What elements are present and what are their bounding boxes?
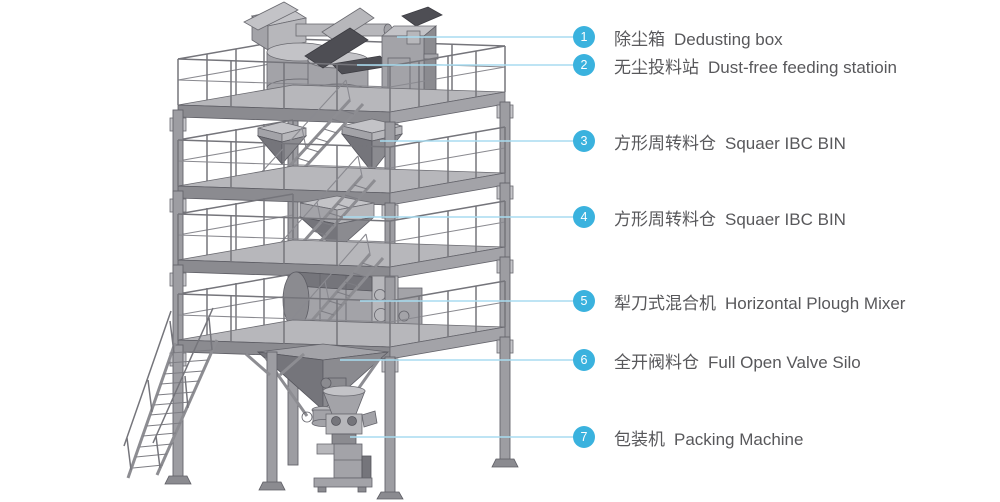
- callout-label-4: 方形周转料仓 Squaer IBC BIN: [614, 205, 846, 230]
- callout-label-2-cn: 无尘投料站: [614, 57, 699, 77]
- callout-label-1-en: Dedusting box: [674, 29, 783, 49]
- callout-badge-6: 6: [573, 349, 595, 371]
- callout-badge-2: 2: [573, 54, 595, 76]
- exterior-staircase: [123, 307, 219, 479]
- callout-label-6: 全开阀料仓 Full Open Valve Silo: [614, 348, 861, 373]
- deck2-front-railing: [177, 200, 506, 267]
- deck3-front-railing: [177, 126, 506, 193]
- callout-row-7: 7 包装机 Packing Machine: [573, 425, 803, 450]
- callout-badge-7: 7: [573, 426, 595, 448]
- callout-label-2: 无尘投料站 Dust-free feeding statioin: [614, 53, 897, 78]
- callout-label-1-cn: 除尘箱: [614, 29, 665, 49]
- callout-badge-1: 1: [573, 26, 595, 48]
- callout-label-7: 包装机 Packing Machine: [614, 425, 803, 450]
- callout-label-3-cn: 方形周转料仓: [614, 133, 716, 153]
- callout-row-4: 4 方形周转料仓 Squaer IBC BIN: [573, 205, 846, 230]
- callout-badge-3: 3: [573, 130, 595, 152]
- callout-row-3: 3 方形周转料仓 Squaer IBC BIN: [573, 129, 846, 154]
- support-legs: [164, 336, 519, 500]
- callout-label-1: 除尘箱 Dedusting box: [614, 25, 783, 50]
- callout-row-6: 6 全开阀料仓 Full Open Valve Silo: [573, 348, 861, 373]
- deck2-left-railing: [177, 193, 294, 255]
- callout-row-2: 2 无尘投料站 Dust-free feeding statioin: [573, 53, 897, 78]
- callout-label-6-en: Full Open Valve Silo: [708, 352, 861, 372]
- callout-label-7-cn: 包装机: [614, 429, 665, 449]
- callout-label-7-en: Packing Machine: [674, 429, 804, 449]
- callout-label-3-en: Squaer IBC BIN: [725, 133, 846, 153]
- callout-badge-5: 5: [573, 290, 595, 312]
- packing-machine: [313, 377, 378, 493]
- callout-badge-4: 4: [573, 206, 595, 228]
- callout-row-1: 1 除尘箱 Dedusting box: [573, 25, 783, 50]
- deck-4: [169, 84, 514, 138]
- deck1-front-railing: [177, 280, 506, 347]
- callout-row-5: 5 犁刀式混合机 Horizontal Plough Mixer: [573, 289, 905, 314]
- callout-label-5-en: Horizontal Plough Mixer: [725, 293, 906, 313]
- callout-label-5-cn: 犁刀式混合机: [614, 293, 716, 313]
- callout-label-4-en: Squaer IBC BIN: [725, 209, 846, 229]
- callout-label-2-en: Dust-free feeding statioin: [708, 57, 897, 77]
- callout-label-5: 犁刀式混合机 Horizontal Plough Mixer: [614, 289, 905, 314]
- callout-label-4-cn: 方形周转料仓: [614, 209, 716, 229]
- callout-label-3: 方形周转料仓 Squaer IBC BIN: [614, 129, 846, 154]
- top-front-railing: [177, 45, 506, 112]
- callout-label-6-cn: 全开阀料仓: [614, 352, 699, 372]
- callout-lines: [340, 36, 575, 438]
